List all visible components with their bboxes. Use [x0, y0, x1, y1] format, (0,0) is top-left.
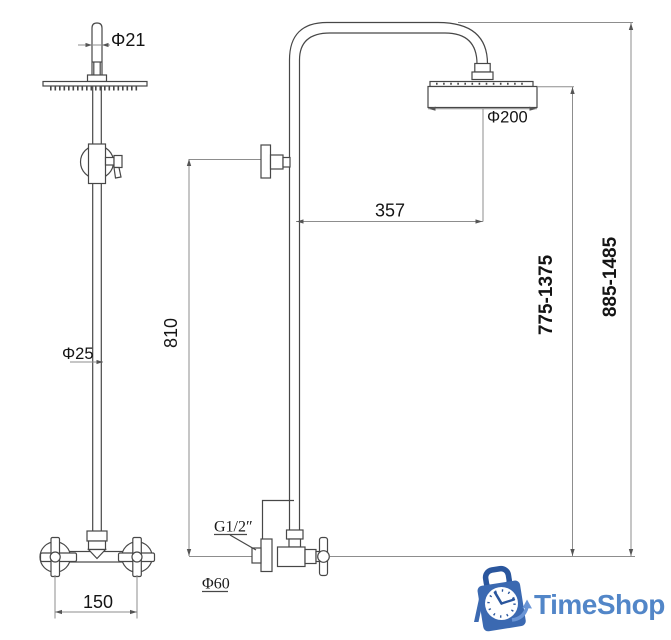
label-phi21: Φ21 [111, 30, 145, 50]
label-810: 810 [161, 318, 181, 348]
label-357: 357 [375, 201, 405, 221]
dim-150: 150 [54, 575, 138, 619]
label-g12: G1/2″ [214, 519, 253, 536]
slider-bracket-front [79, 143, 123, 185]
dim-775-1375: 775-1375 [536, 86, 575, 556]
shower-head-side [427, 62, 538, 109]
riser-pipe-side [288, 21, 489, 531]
left-cross-handle [39, 536, 78, 578]
label-phi60: Φ60 [202, 576, 230, 593]
label-885-1485: 885-1485 [600, 236, 621, 317]
label-phi60-group: Φ60 [202, 576, 230, 593]
top-pipe-front [86, 22, 108, 83]
right-cross-handle [117, 536, 156, 578]
dim-phi25: Φ25 [62, 345, 103, 365]
label-phi200: Φ200 [487, 109, 528, 127]
dim-phi200: Φ200 [428, 106, 537, 222]
lower-bracket-outline [261, 499, 294, 539]
dim-357: 357 [296, 201, 483, 224]
clock-icon [485, 587, 518, 620]
mixer-valve-side [251, 529, 330, 577]
label-775-1375: 775-1375 [536, 254, 557, 335]
label-phi25: Φ25 [62, 345, 94, 363]
logo-text: TimeShop [534, 589, 665, 620]
mixer-valve-front [39, 530, 156, 578]
dim-810: 810 [161, 159, 261, 556]
side-view: 810 Φ200 [161, 21, 635, 593]
dim-885-1485: 885-1485 [458, 22, 634, 556]
dim-phi21: Φ21 [78, 30, 145, 50]
label-150: 150 [83, 592, 113, 612]
shower-head-front [42, 80, 148, 91]
timeshop-logo: TimeShop [474, 565, 665, 632]
wall-bracket-upper [260, 144, 291, 179]
label-g12-group: G1/2″ [214, 519, 257, 551]
front-view: Φ21 Φ25 [39, 22, 156, 619]
swoosh-arrow-icon [511, 599, 532, 622]
